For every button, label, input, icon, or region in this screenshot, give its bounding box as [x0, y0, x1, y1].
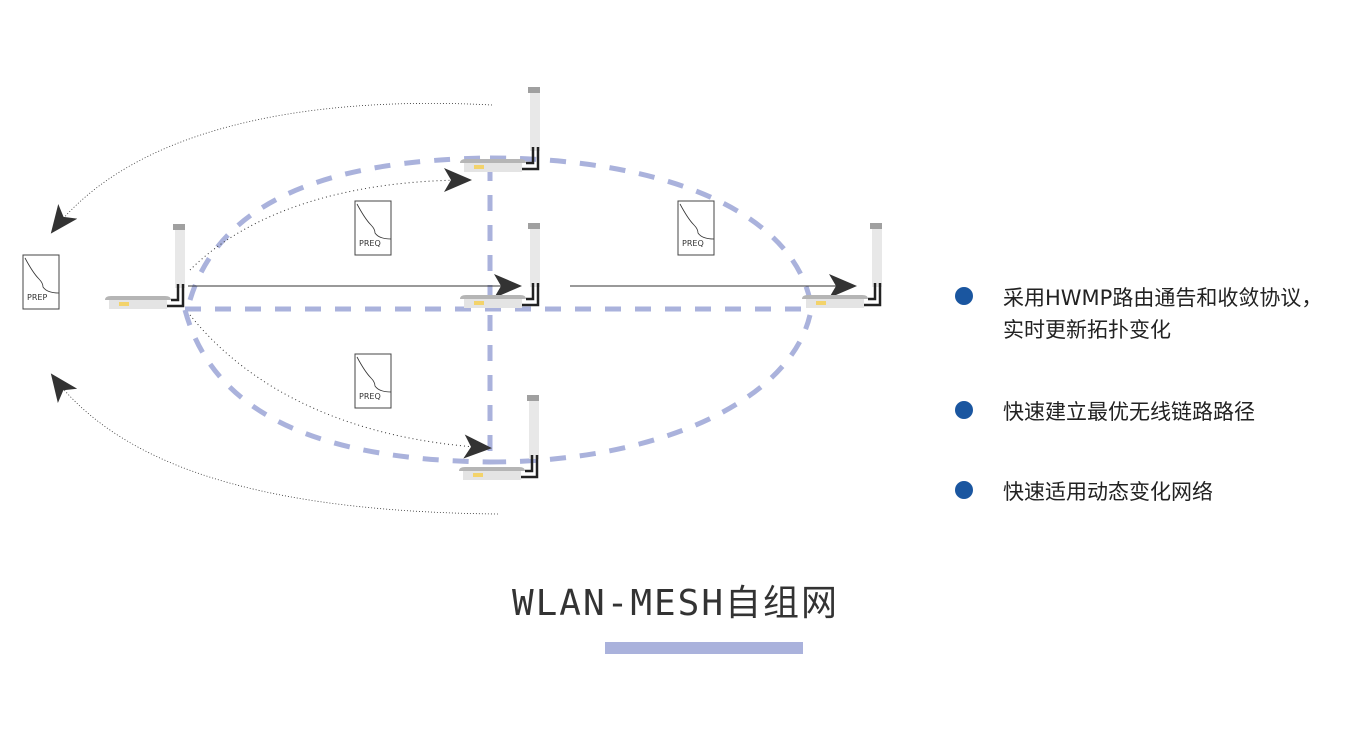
feature-item: 采用HWMP路由通告和收敛协议，实时更新拓扑变化 — [955, 282, 1333, 346]
arrow-reply-bottom — [50, 373, 499, 515]
bullet-dot-icon — [955, 401, 973, 419]
router-right-icon — [800, 221, 884, 310]
link-top-right — [489, 155, 813, 301]
feature-text: 采用HWMP路由通告和收敛协议，实时更新拓扑变化 — [1003, 286, 1323, 342]
feature-text: 快速适用动态变化网络 — [1003, 480, 1213, 504]
preq-document-icon: PREQ — [677, 200, 715, 256]
router-middle-icon — [458, 221, 542, 310]
feature-item: 快速适用动态变化网络 — [955, 476, 1333, 508]
feature-text: 快速建立最优无线链路路径 — [1003, 400, 1255, 424]
preq-label: PREQ — [359, 239, 381, 248]
bullet-dot-icon — [955, 287, 973, 305]
preq-label: PREQ — [682, 239, 704, 248]
diagram-title: WLAN-MESH自组网 — [511, 583, 840, 624]
prep-label: PREP — [27, 293, 47, 302]
title-underline — [605, 642, 803, 654]
arrow-reply-top — [50, 103, 493, 234]
arrow-left-top — [189, 168, 472, 271]
preq-document-icon: PREQ — [354, 200, 392, 256]
link-left-bottom — [182, 309, 491, 465]
link-bottom-right — [489, 314, 813, 465]
dashed-mesh-links — [182, 155, 815, 465]
router-bottom-icon — [457, 393, 541, 482]
request-arrows — [50, 103, 857, 515]
bullet-dot-icon — [955, 481, 973, 499]
prep-document-icon: PREP — [22, 254, 60, 310]
link-left-top — [187, 155, 491, 301]
preq-document-icon: PREQ — [354, 353, 392, 409]
feature-item: 快速建立最优无线链路路径 — [955, 396, 1333, 428]
preq-label: PREQ — [359, 392, 381, 401]
router-left-icon — [103, 222, 187, 311]
arrow-left-bottom — [189, 314, 492, 459]
